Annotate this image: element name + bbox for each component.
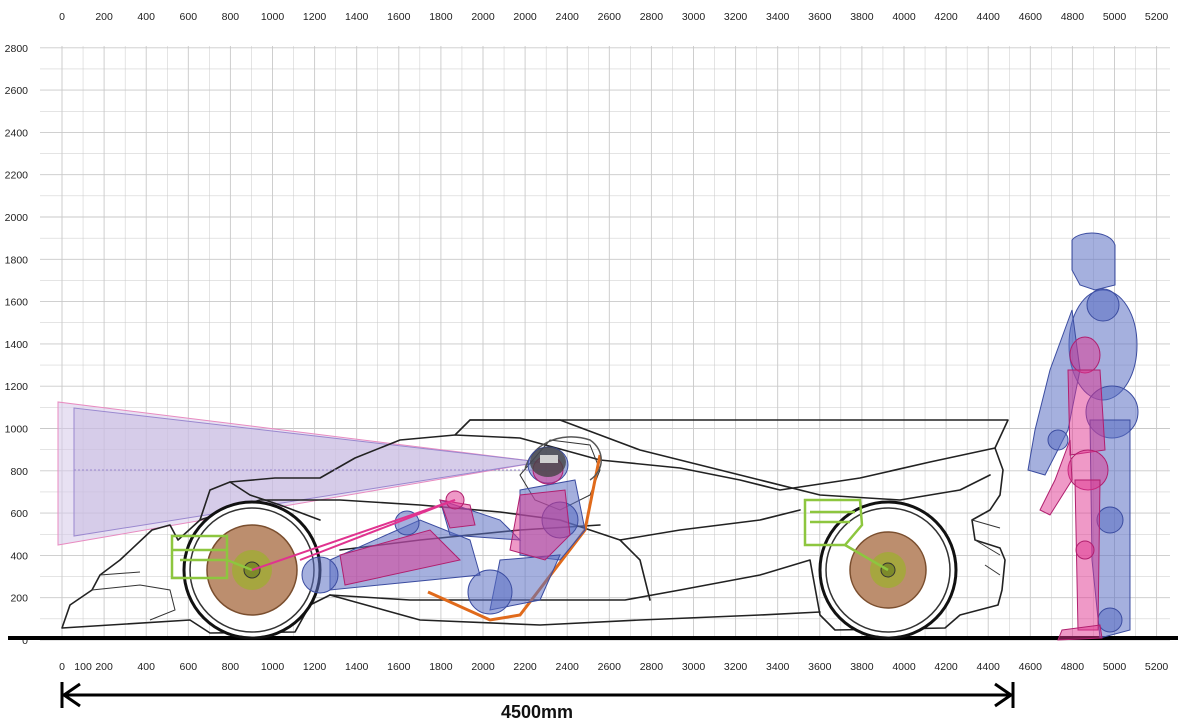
left-axis-tick-label: 1200 [5,381,29,393]
left-axis-tick-label: 0 [22,635,28,647]
top-axis-tick-label: 4400 [977,11,1001,23]
left-axis-tick-label: 200 [10,593,28,605]
left-axis-tick-label: 2400 [5,127,29,139]
rear-suspension [803,498,889,572]
overall-length-label: 4500mm [501,702,573,721]
steering-column [299,499,456,561]
left-axis-tick-label: 600 [10,508,28,520]
bottom-axis-tick-label: 4200 [934,661,958,673]
bottom-axis-tick-label: 600 [180,661,198,673]
bottom-axis-tick-label: 400 [137,661,155,673]
top-axis-tick-label: 600 [180,11,198,23]
top-axis-tick-label: 1400 [345,11,369,23]
top-axis-tick-label: 2800 [640,11,664,23]
top-axis-tick-label: 2600 [598,11,622,23]
bottom-axis-tick-label: 4400 [977,661,1001,673]
top-axis-tick-label: 2000 [513,11,537,23]
left-axis-tick-label: 1800 [5,254,29,266]
top-axis-tick-label: 400 [137,11,155,23]
left-axis-tick-label: 2200 [5,170,29,182]
bottom-axis-tick-label: 100 [74,661,92,673]
standing-figure-small [1039,336,1109,641]
top-axis-tick-label: 2000 [471,11,495,23]
left-axis-tick-label: 2000 [5,212,29,224]
top-axis-tick-label: 4200 [934,11,958,23]
top-axis-tick-label: 5200 [1145,11,1169,23]
top-axis-tick-label: 4000 [892,11,916,23]
bottom-axis-tick-label: 2000 [471,661,495,673]
left-axis-tick-label: 2600 [5,85,29,97]
bottom-axis-tick-label: 3600 [808,661,832,673]
left-axis-tick-label: 2800 [5,43,29,55]
bottom-axis-tick-label: 1800 [429,661,453,673]
top-axis-tick-label: 0 [59,11,65,23]
roll-structure [427,454,602,622]
top-axis-tick-label: 3000 [682,11,706,23]
left-axis-ticks: 0 200 400 600 800 1000 1200 1400 1600 1800 2000 220… [5,43,29,647]
bottom-axis-tick-label: 200 [95,661,113,673]
top-axis-tick-label: 1000 [261,11,285,23]
top-axis-tick-label: 3200 [724,11,748,23]
bottom-axis-tick-label: 2600 [598,661,622,673]
top-axis-tick-label: 3600 [808,11,832,23]
driver-vision-cone-inner [73,407,541,537]
bottom-axis-tick-label: 800 [222,661,240,673]
bottom-axis-tick-label: 4800 [1061,661,1085,673]
top-axis-tick-label: 200 [95,11,113,23]
top-axis-tick-label: 4800 [1061,11,1085,23]
bottom-axis-tick-label: 4600 [1019,661,1043,673]
top-axis-tick-label: 1800 [429,11,453,23]
bottom-axis-tick-label: 2400 [556,661,580,673]
bottom-axis-tick-label: 3200 [724,661,748,673]
left-axis-tick-label: 400 [10,550,28,562]
driver-helmet [530,447,566,477]
top-axis-tick-label: 1200 [303,11,327,23]
bottom-axis-tick-label: 1000 [261,661,285,673]
top-axis-tick-label: 800 [222,11,240,23]
bottom-axis-tick-label: 5200 [1145,661,1169,673]
bottom-axis-tick-label: 3800 [850,661,874,673]
top-axis-tick-label: 2400 [556,11,580,23]
bottom-axis-tick-label: 5000 [1103,661,1127,673]
bottom-axis-tick-label: 2800 [640,661,664,673]
bottom-axis-tick-label: 4000 [892,661,916,673]
standing-figure-large [1027,232,1139,639]
bottom-axis-tick-label: 3400 [766,661,790,673]
top-axis-tick-label: 4600 [1019,11,1043,23]
top-axis-tick-label: 5000 [1103,11,1127,23]
front-suspension [170,534,253,580]
driver-vision-cone [57,401,541,546]
bottom-axis-tick-label: 1400 [345,661,369,673]
left-axis-tick-label: 1000 [5,424,29,436]
top-axis-tick-label: 3400 [766,11,790,23]
bottom-axis-tick-label: 1200 [303,661,327,673]
bottom-axis-tick-label: 1600 [387,661,411,673]
top-axis-tick-label: 1600 [387,11,411,23]
bottom-axis-tick-label: 2200 [513,661,537,673]
top-axis-ticks: 0 200 400 600 800 1000 1200 1400 1600 1800 2000 200… [59,11,1168,23]
bottom-axis-tick-label: 0 [59,661,65,673]
left-axis-tick-label: 800 [10,466,28,478]
bottom-axis-tick-label: 3000 [682,661,706,673]
left-axis-tick-label: 1600 [5,297,29,309]
top-axis-tick-label: 3800 [850,11,874,23]
left-axis-tick-label: 1400 [5,339,29,351]
overall-length-dimension [60,682,1015,708]
